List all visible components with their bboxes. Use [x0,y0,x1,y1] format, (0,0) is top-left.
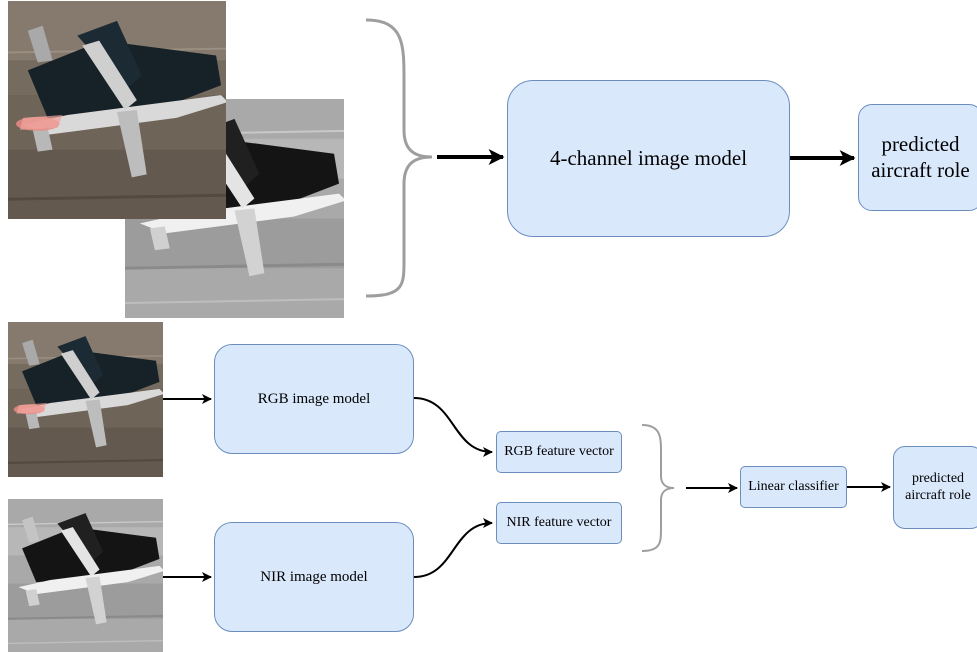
nir-feature-vector-label: NIR feature vector [506,514,612,530]
predicted-role-box-bottom: predicted aircraft role [893,446,977,529]
linear-classifier-box: Linear classifier [740,466,847,508]
rgb-feature-vector-label: RGB feature vector [504,443,614,459]
arrow-nir-model-to-feature [413,518,493,578]
predicted-role-label-bottom: predicted aircraft role [905,470,971,503]
nir-model-box: NIR image model [214,522,414,632]
predicted-role-box-top: predicted aircraft role [858,104,977,211]
four-channel-model-label: 4-channel image model [549,145,748,170]
nir-model-label: NIR image model [260,569,368,585]
linear-classifier-label: Linear classifier [748,478,839,494]
arrow-rgb-model-to-feature [413,397,493,457]
rgb-feature-vector-box: RGB feature vector [496,431,622,473]
four-channel-model-box: 4-channel image model [507,80,790,237]
top-brace [365,18,433,298]
bottom-brace [641,424,675,552]
predicted-role-label-top: predicted aircraft role [871,132,970,182]
rgb-model-box: RGB image model [214,344,414,454]
nir-feature-vector-box: NIR feature vector [496,502,622,544]
rgb-model-label: RGB image model [257,391,371,407]
